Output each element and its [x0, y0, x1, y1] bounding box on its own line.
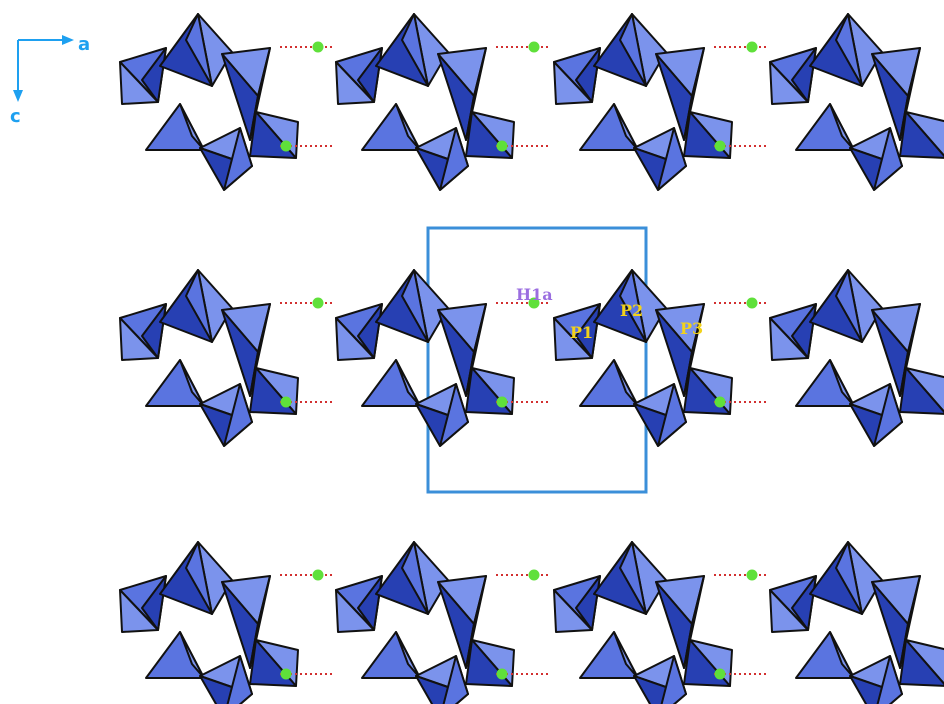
- axis-a-arrow-icon: [62, 35, 74, 45]
- hydrogen-atom-r2-bottom-2: [496, 396, 508, 408]
- polyanion-ring-r2-c2: [335, 269, 515, 447]
- unit-cell-box: [426, 226, 648, 494]
- polyanion-ring-r1-c1: [119, 13, 299, 191]
- hydrogen-atom-r1-top-1: [312, 41, 324, 53]
- hydrogen-atom-r1-top-2: [528, 41, 540, 53]
- label-h1a: H1a: [516, 285, 553, 304]
- hydrogen-atom-r1-top-3: [746, 41, 758, 53]
- axis-a-label: a: [78, 34, 90, 55]
- hydrogen-atom-r1-bottom-1: [280, 140, 292, 152]
- label-p3: P3: [680, 319, 703, 338]
- polyanion-ring-r1-c3: [553, 13, 733, 191]
- hydrogen-atom-r1-bottom-3: [714, 140, 726, 152]
- hydrogen-atom-r1-bottom-2: [496, 140, 508, 152]
- hydrogen-atom-r2-top-2: [528, 297, 540, 309]
- hydrogen-atom-r2-top-3: [746, 297, 758, 309]
- axis-c-arrow-icon: [13, 90, 23, 102]
- polyhedral-chains: [119, 13, 944, 704]
- polyanion-ring-r2-c4: [769, 269, 944, 447]
- axis-indicator: a c: [10, 34, 90, 127]
- hydrogen-atom-r3-bottom-2: [496, 668, 508, 680]
- polyanion-ring-r1-c2: [335, 13, 515, 191]
- label-p2: P2: [620, 301, 643, 320]
- polyanion-ring-r1-c4: [769, 13, 944, 191]
- hydrogen-atom-r3-top-3: [746, 569, 758, 581]
- polyanion-ring-r3-c4: [769, 541, 944, 704]
- polyanion-ring-r3-c1: [119, 541, 299, 704]
- hydrogen-atom-r3-bottom-3: [714, 668, 726, 680]
- hydrogen-atom-r2-top-1: [312, 297, 324, 309]
- polyanion-ring-r3-c2: [335, 541, 515, 704]
- hydrogen-atom-r2-bottom-1: [280, 396, 292, 408]
- polyanion-ring-r2-c1: [119, 269, 299, 447]
- hydrogen-atom-r3-top-2: [528, 569, 540, 581]
- polyanion-ring-r3-c3: [553, 541, 733, 704]
- hydrogen-atom-r3-bottom-1: [280, 668, 292, 680]
- axis-c-label: c: [10, 106, 21, 127]
- hydrogen-atom-r2-bottom-3: [714, 396, 726, 408]
- label-p1: P1: [570, 323, 593, 342]
- polyanion-ring-r2-c3: [553, 269, 733, 447]
- hydrogen-bonds: [280, 41, 766, 680]
- hydrogen-atom-r3-top-1: [312, 569, 324, 581]
